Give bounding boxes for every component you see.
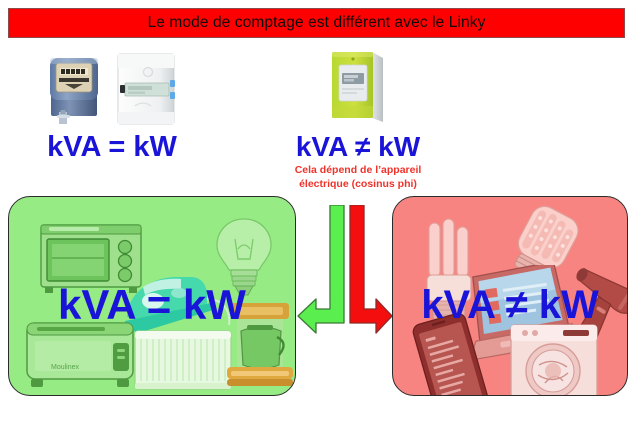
old-meter-group: kVA = kW [22,48,202,162]
linky-note-line-1: Cela dépend de l’appareil [294,164,422,177]
convector-heater-icon [131,325,235,395]
white-electronic-meter-icon [115,52,179,126]
old-meter-equation: kVA = kW [47,131,177,163]
light-bulb-icon [211,215,277,301]
green-appliance-panel: Moulinex [8,196,296,396]
toaster-icon: Moulinex [21,307,141,393]
iron-icon [119,255,237,345]
linky-meter-images [268,48,448,126]
title-banner: Le mode de comptage est différent avec l… [8,8,625,38]
left-arrow-green-icon [297,205,345,334]
linky-meter-equation: kVA ≠ kW [295,131,421,162]
linky-meter-group: kVA ≠ kW Cela dépend de l’appareil élect… [268,48,448,191]
green-panel-label: kVA = kW [58,281,246,328]
old-meter-images [22,48,202,126]
coffee-maker-icon [217,297,295,395]
washing-machine-icon [505,321,603,395]
page-title: Le mode de comptage est différent avec l… [147,14,486,31]
oven-icon [37,215,145,295]
old-electromechanical-meter-icon [45,52,107,126]
red-appliance-panel: kVA ≠ kW [392,196,628,396]
linky-note: Cela dépend de l’appareil électrique (co… [268,164,448,190]
linky-green-meter-icon [327,48,389,126]
linky-note-line-2: électrique (cosinus phi) [299,177,417,190]
red-panel-label: kVA ≠ kW [421,283,599,327]
arrow-group [296,205,392,350]
smartphone-icon [405,313,497,395]
svg-text:Moulinex: Moulinex [51,364,80,371]
right-arrow-red-icon [349,205,392,334]
